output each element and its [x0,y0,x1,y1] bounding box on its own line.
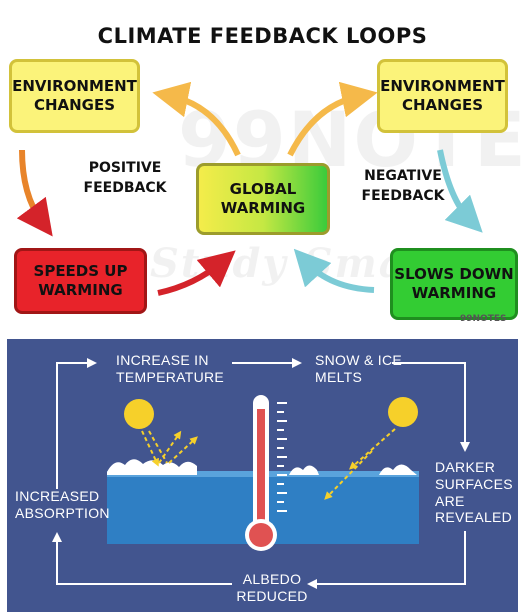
arrow-absorption-up [56,358,97,489]
arrow-to-darker-surfaces [392,362,470,452]
slows-down-warming-label: SLOWS DOWN WARMING [394,264,514,303]
feedback-arrows [16,81,483,296]
brand-logo-text: 99NOTES [460,314,507,324]
slows-down-warming-box: SLOWS DOWN WARMING [390,248,518,320]
arrow-global-to-env-left [152,81,241,157]
arrow-env-left-to-speeds-up [16,149,53,237]
albedo-feedback-panel: INCREASE IN TEMPERATURE SNOW & ICE MELTS… [7,339,518,612]
arrow-slows-down-to-global [293,248,375,293]
speeds-up-warming-box: SPEEDS UP WARMING [14,248,147,314]
snow-ice-right [289,464,417,475]
global-warming-label: GLOBAL WARMING [220,179,306,218]
sun-right-icon [388,397,418,427]
arrow-env-right-to-slows-down [437,149,483,233]
env-changes-left-label: ENVIRONMENT CHANGES [12,76,137,115]
env-changes-left-box: ENVIRONMENT CHANGES [9,59,140,133]
env-changes-right-box: ENVIRONMENT CHANGES [377,59,508,133]
arrow-global-to-env-right [287,81,378,157]
arrow-speeds-up-to-global [157,250,236,296]
sunlight-rays [141,428,396,500]
snow-ice-left [107,459,197,475]
step-albedo-reduced: ALBEDO REDUCED [236,571,308,604]
env-changes-right-label: ENVIRONMENT CHANGES [380,76,505,115]
step-snow-ice-melts: SNOW & ICE MELTS [315,352,403,385]
speeds-up-warming-label: SPEEDS UP WARMING [33,261,128,300]
step-increased-absorption: INCREASED ABSORPTION [15,488,110,521]
loop-arrows [52,358,470,589]
step-darker-surfaces: DARKER SURFACES ARE REVEALED [435,459,513,526]
page-title: CLIMATE FEEDBACK LOOPS [97,24,428,48]
step-increase-temperature: INCREASE IN TEMPERATURE [116,352,225,385]
albedo-loop-graphic [52,358,470,589]
global-warming-box: GLOBAL WARMING [196,163,330,235]
arrow-to-albedo [307,531,466,589]
sun-left-icon [124,399,154,429]
negative-feedback-label: NEGATIVE FEEDBACK [361,168,445,205]
positive-feedback-label: POSITIVE FEEDBACK [83,160,167,197]
arrow-to-absorption [52,532,232,585]
thermometer-icon [245,395,287,551]
